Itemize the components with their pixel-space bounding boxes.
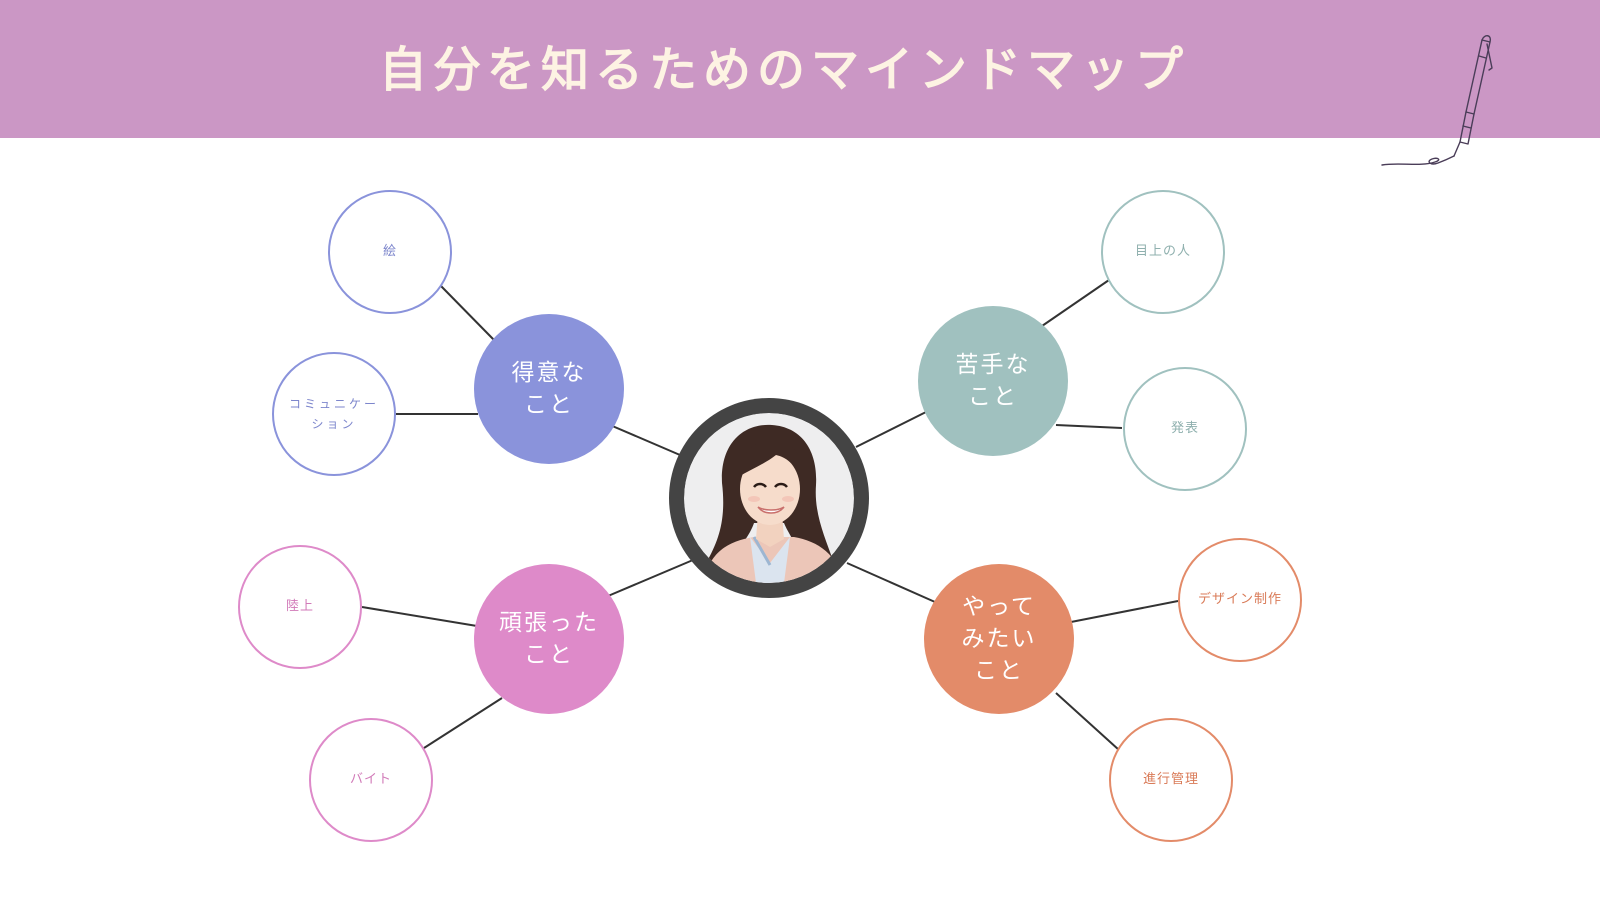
link-center-want	[846, 562, 936, 603]
topic-good-at: 得意な こと	[474, 314, 624, 464]
link-effort-baito	[423, 697, 503, 749]
topic-bad-at-label: 苦手な こと	[955, 352, 1031, 410]
link-want-design	[1070, 600, 1179, 623]
leaf-track-and-field-label: 陸上	[285, 599, 314, 614]
leaf-design-production-label: デザイン制作	[1197, 592, 1282, 607]
leaf-design-production: デザイン制作	[1178, 538, 1302, 662]
link-want-shinko	[1055, 692, 1120, 751]
leaf-communication: コミュニケー ション	[272, 352, 396, 476]
pen-drawing-icon	[1381, 35, 1493, 166]
leaf-part-time-job: バイト	[309, 718, 433, 842]
leaf-superiors: 目上の人	[1101, 190, 1225, 314]
leaf-progress-management-label: 進行管理	[1142, 772, 1199, 787]
topic-worked-hard: 頑張った こと	[474, 564, 624, 714]
link-center-bad	[855, 411, 927, 448]
leaf-drawing-label: 絵	[382, 244, 397, 259]
topic-bad-at: 苦手な こと	[918, 306, 1068, 456]
leaf-drawing: 絵	[328, 190, 452, 314]
link-center-effort	[607, 559, 694, 597]
topic-want-to-try: やって みたい こと	[924, 564, 1074, 714]
profile-photo	[684, 413, 854, 583]
topic-good-at-label: 得意な こと	[511, 360, 587, 418]
header-bar: 自分を知るためのマインドマップ	[0, 0, 1600, 138]
leaf-communication-label: コミュニケー ション	[288, 397, 379, 431]
topic-worked-hard-label: 頑張った こと	[499, 610, 599, 668]
leaf-progress-management: 進行管理	[1109, 718, 1233, 842]
leaf-superiors-label: 目上の人	[1134, 244, 1191, 259]
topic-want-to-try-label: やって みたい こと	[961, 594, 1037, 684]
leaf-track-and-field: 陸上	[238, 545, 362, 669]
link-bad-meue	[1041, 279, 1110, 327]
link-good-e	[439, 284, 495, 341]
page-title: 自分を知るためのマインドマップ	[378, 42, 1189, 98]
leaf-presentation: 発表	[1123, 367, 1247, 491]
leaf-part-time-job-label: バイト	[349, 772, 392, 787]
link-center-good	[609, 424, 681, 456]
link-effort-rikujo	[361, 606, 478, 627]
leaf-presentation-label: 発表	[1170, 421, 1199, 436]
center-profile-node	[669, 398, 869, 598]
link-bad-happyo	[1055, 424, 1123, 429]
